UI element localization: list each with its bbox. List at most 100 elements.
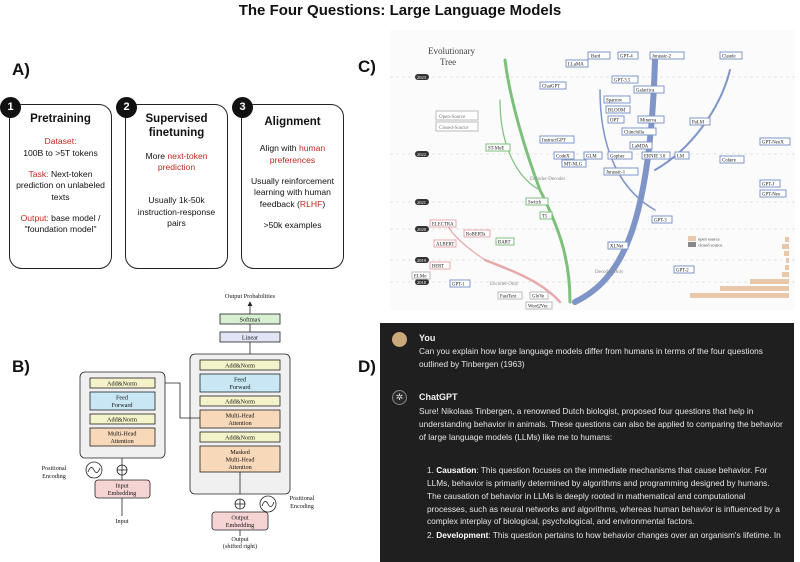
svg-text:Decoder-Only: Decoder-Only bbox=[595, 270, 624, 275]
svg-text:Jurassic-2: Jurassic-2 bbox=[652, 55, 672, 60]
svg-text:ELECTRA: ELECTRA bbox=[432, 223, 454, 228]
svg-text:2018: 2018 bbox=[417, 280, 427, 285]
svg-text:Minerva: Minerva bbox=[640, 119, 657, 124]
card-line-3: >50k examples bbox=[263, 220, 322, 231]
svg-text:Feed: Feed bbox=[234, 377, 247, 384]
svg-text:LLaMA: LLaMA bbox=[568, 63, 584, 68]
evolutionary-tree: Evolutionary Tree 2023 2022 2021 2020 20… bbox=[390, 30, 795, 310]
panel-label-a: A) bbox=[12, 60, 30, 79]
svg-text:LaMDA: LaMDA bbox=[632, 145, 649, 150]
svg-text:2021: 2021 bbox=[417, 200, 426, 205]
card-line-1: More next-token prediction bbox=[145, 150, 208, 173]
svg-text:Multi-Head: Multi-Head bbox=[226, 413, 256, 420]
svg-text:ELMo: ELMo bbox=[414, 275, 427, 280]
svg-text:OPT: OPT bbox=[610, 119, 619, 124]
svg-text:GPT-2: GPT-2 bbox=[676, 269, 689, 274]
svg-text:InstructGPT: InstructGPT bbox=[542, 139, 566, 144]
card-title: Pretraining bbox=[30, 113, 91, 125]
output-probabilities-label: Output Probabilities bbox=[225, 293, 276, 300]
svg-text:Switch: Switch bbox=[528, 201, 542, 206]
encoder-attention-block bbox=[89, 427, 156, 447]
card-line-1: Align with human preferences bbox=[259, 143, 326, 165]
svg-text:Chinchilla: Chinchilla bbox=[624, 131, 645, 136]
svg-text:FastText: FastText bbox=[500, 295, 517, 300]
svg-text:2019: 2019 bbox=[417, 258, 427, 263]
svg-text:Word2Vec: Word2Vec bbox=[528, 305, 548, 310]
decoder-feed-forward-block bbox=[199, 373, 281, 393]
tree-title: Evolutionary bbox=[428, 46, 475, 56]
card-title: Supervised finetuning bbox=[145, 113, 208, 140]
card-alignment: 3 Alignment Align with human preferences… bbox=[232, 97, 344, 269]
svg-text:Encoding: Encoding bbox=[290, 503, 314, 510]
svg-text:Masked: Masked bbox=[230, 449, 250, 456]
list-item: 1. Causation: This question focuses on t… bbox=[427, 465, 780, 527]
list-item: 2. Development: This question pertains t… bbox=[427, 530, 781, 541]
assistant-answer-list: 1. Causation: This question focuses on t… bbox=[419, 464, 784, 543]
svg-text:Embedding: Embedding bbox=[226, 522, 255, 529]
svg-text:Encoding: Encoding bbox=[42, 473, 66, 480]
svg-text:ChatGPT: ChatGPT bbox=[542, 85, 560, 90]
svg-text:XLNet: XLNet bbox=[610, 245, 624, 250]
svg-text:Open-Source: Open-Source bbox=[439, 115, 466, 120]
softmax-label: Softmax bbox=[240, 317, 262, 324]
svg-text:ST-MoE: ST-MoE bbox=[488, 147, 504, 152]
decoder-cross-attention-block bbox=[199, 409, 281, 429]
svg-text:Input: Input bbox=[115, 483, 128, 490]
card-line-2: Usually reinforcement learning with huma… bbox=[250, 176, 335, 209]
chat-transcript: You Can you explain how large language m… bbox=[380, 323, 794, 562]
page-title: The Four Questions: Large Language Model… bbox=[238, 2, 562, 19]
svg-text:Multi-Head: Multi-Head bbox=[108, 431, 138, 438]
svg-text:2023: 2023 bbox=[417, 75, 427, 80]
svg-text:2020: 2020 bbox=[417, 227, 427, 232]
user-name: You bbox=[419, 333, 436, 343]
svg-text:Add&Norm: Add&Norm bbox=[225, 435, 255, 442]
svg-text:Cohere: Cohere bbox=[722, 159, 736, 164]
svg-text:closed source: closed source bbox=[698, 243, 722, 248]
step-number-badge: 2 bbox=[116, 97, 137, 118]
svg-text:Add&Norm: Add&Norm bbox=[107, 417, 137, 424]
panel-label-c: C) bbox=[358, 57, 376, 76]
svg-text:LM: LM bbox=[677, 155, 685, 160]
svg-text:GPT-3.5: GPT-3.5 bbox=[614, 79, 631, 84]
panel-label-b: B) bbox=[12, 357, 30, 376]
output-label: Output bbox=[231, 536, 248, 543]
svg-text:Forward: Forward bbox=[230, 384, 252, 391]
svg-text:Encoder-Decoder: Encoder-Decoder bbox=[530, 177, 565, 182]
svg-text:Attention: Attention bbox=[228, 464, 251, 471]
svg-text:Attention: Attention bbox=[110, 438, 133, 445]
svg-text:Encoder-Only: Encoder-Only bbox=[490, 282, 519, 287]
svg-text:PaLM: PaLM bbox=[692, 121, 705, 126]
card-supervised-finetuning: 2 Supervised finetuning More next-token … bbox=[116, 97, 228, 269]
svg-text:ALBERT: ALBERT bbox=[436, 243, 454, 248]
card-line-dataset: Dataset:100B to >5T tokens bbox=[23, 136, 98, 158]
svg-text:GPT-1: GPT-1 bbox=[452, 283, 465, 288]
svg-text:Tree: Tree bbox=[440, 57, 456, 67]
user-message: Can you explain how large language model… bbox=[419, 346, 763, 369]
svg-text:Sparrow: Sparrow bbox=[606, 99, 623, 104]
svg-text:Galactica: Galactica bbox=[636, 89, 655, 94]
assistant-name: ChatGPT bbox=[419, 392, 458, 402]
panel-label-d: D) bbox=[358, 357, 376, 376]
svg-text:Positional: Positional bbox=[42, 465, 67, 472]
step-number-badge: 3 bbox=[232, 97, 253, 118]
chatgpt-logo-icon: ✲ bbox=[392, 390, 407, 405]
svg-text:GPT-4: GPT-4 bbox=[620, 55, 633, 60]
svg-text:GPT-3: GPT-3 bbox=[654, 219, 667, 224]
svg-text:open source: open source bbox=[698, 237, 720, 242]
user-avatar bbox=[392, 332, 407, 347]
svg-text:Forward: Forward bbox=[112, 402, 134, 409]
step-number-badge: 1 bbox=[0, 97, 21, 118]
svg-text:GLM: GLM bbox=[586, 155, 597, 160]
svg-text:Claude: Claude bbox=[722, 55, 736, 60]
input-label: Input bbox=[115, 518, 128, 525]
svg-text:RoBERTa: RoBERTa bbox=[466, 233, 486, 238]
model-count-bars: open source closed source bbox=[688, 236, 789, 298]
svg-text:Add&Norm: Add&Norm bbox=[225, 363, 255, 370]
svg-text:Positional: Positional bbox=[290, 495, 315, 502]
svg-text:Feed: Feed bbox=[116, 395, 129, 402]
card-line-output: Output: base model / "foundation model" bbox=[20, 213, 101, 235]
svg-text:BLOOM: BLOOM bbox=[608, 109, 626, 114]
output-shifted-label: (shifted right) bbox=[223, 543, 257, 550]
card-title: Alignment bbox=[264, 116, 321, 128]
svg-text:Embedding: Embedding bbox=[108, 490, 137, 497]
